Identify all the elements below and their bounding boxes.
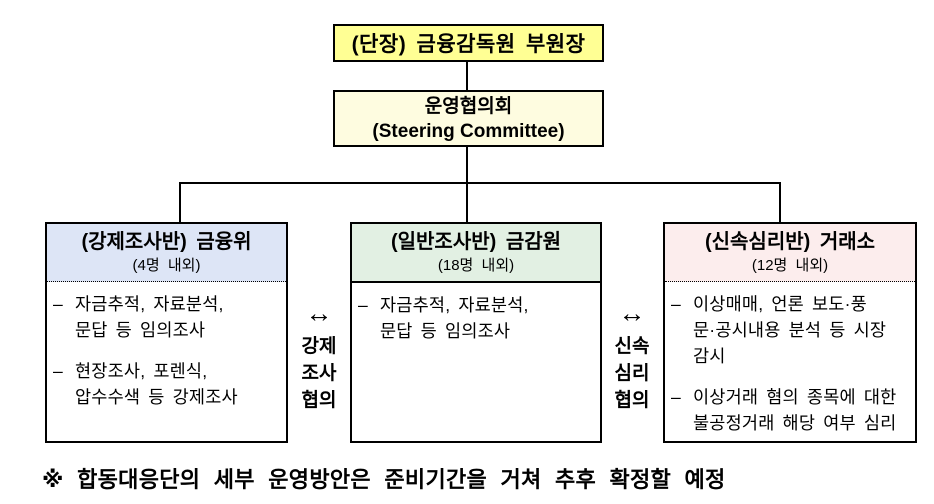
team3-headcount: (12명 내외) bbox=[751, 257, 829, 274]
list-item: – 자금추적, 자료분석, 문답 등 임의조사 bbox=[358, 292, 595, 344]
team1-item1-text: 자금추적, 자료분석, 문답 등 임의조사 bbox=[75, 294, 224, 340]
connector-rail bbox=[179, 182, 781, 184]
team3-item1-text: 이상매매, 언론 보도·풍 문·공시내용 분석 등 시장 감시 bbox=[693, 294, 887, 366]
team1-headcount: (4명 내외) bbox=[132, 257, 201, 274]
connector-steering-rail bbox=[466, 147, 468, 183]
link-compulsory-consult: ↔ 강제 조사 협의 bbox=[288, 300, 350, 414]
leader-box-label: (단장) 금융감독원 부원장 bbox=[351, 33, 586, 56]
steering-committee-box: 운영협의회 (Steering Committee) bbox=[333, 90, 604, 147]
team2-body: – 자금추적, 자료분석, 문답 등 임의조사 bbox=[352, 283, 600, 441]
team3-title: (신속심리반) 거래소 bbox=[704, 231, 876, 253]
team-box-compulsory-investigation: (강제조사반) 금융위 (4명 내외) – 자금추적, 자료분석, 문답 등 임… bbox=[45, 222, 288, 443]
connector-leader-steering bbox=[466, 62, 468, 90]
dash-bullet: – bbox=[358, 295, 368, 315]
team1-title: (강제조사반) 금융위 bbox=[81, 231, 252, 253]
link-rapid-review-consult-label: 신속 심리 협의 bbox=[614, 336, 650, 411]
dash-bullet: – bbox=[671, 387, 681, 407]
dash-bullet: – bbox=[53, 294, 63, 314]
team3-item2-text: 이상거래 혐의 종목에 대한 불공정거래 해당 여부 심리 bbox=[693, 387, 897, 433]
team3-body: – 이상매매, 언론 보도·풍 문·공시내용 분석 등 시장 감시 – 이상거래… bbox=[665, 282, 915, 455]
team1-item2-text: 현장조사, 포렌식, 압수수색 등 강제조사 bbox=[75, 361, 238, 407]
dash-bullet: – bbox=[671, 294, 681, 314]
steering-committee-subtitle: (Steering Committee) bbox=[372, 120, 565, 142]
list-item: – 현장조사, 포렌식, 압수수색 등 강제조사 bbox=[53, 358, 281, 410]
team3-header: (신속심리반) 거래소 (12명 내외) bbox=[665, 224, 915, 282]
link-compulsory-consult-label: 강제 조사 협의 bbox=[301, 336, 337, 411]
team1-body: – 자금추적, 자료분석, 문답 등 임의조사 – 현장조사, 포렌식, 압수수… bbox=[47, 282, 286, 441]
connector-rail-team2 bbox=[466, 182, 468, 222]
footnote-note: ※ 합동대응단의 세부 운영방안은 준비기간을 거쳐 추후 확정할 예정 bbox=[42, 467, 726, 492]
dash-bullet: – bbox=[53, 361, 63, 381]
team2-header: (일반조사반) 금감원 (18명 내외) bbox=[352, 224, 600, 283]
link-rapid-review-consult: ↔ 신속 심리 협의 bbox=[601, 300, 663, 414]
list-item: – 이상매매, 언론 보도·풍 문·공시내용 분석 등 시장 감시 bbox=[671, 291, 910, 369]
steering-committee-title: 운영협의회 bbox=[424, 95, 513, 117]
team2-headcount: (18명 내외) bbox=[437, 257, 515, 274]
team-box-general-investigation: (일반조사반) 금감원 (18명 내외) – 자금추적, 자료분석, 문답 등 … bbox=[350, 222, 602, 443]
team2-item1-text: 자금추적, 자료분석, 문답 등 임의조사 bbox=[380, 295, 529, 341]
team-box-rapid-review: (신속심리반) 거래소 (12명 내외) – 이상매매, 언론 보도·풍 문·공… bbox=[663, 222, 917, 443]
double-arrow-icon: ↔ bbox=[305, 298, 333, 328]
team1-header: (강제조사반) 금융위 (4명 내외) bbox=[47, 224, 286, 282]
list-item: – 이상거래 혐의 종목에 대한 불공정거래 해당 여부 심리 bbox=[671, 384, 910, 436]
team2-title: (일반조사반) 금감원 bbox=[390, 231, 562, 253]
double-arrow-icon: ↔ bbox=[618, 298, 646, 328]
connector-rail-team1 bbox=[179, 182, 181, 222]
connector-rail-team3 bbox=[779, 182, 781, 222]
list-item: – 자금추적, 자료분석, 문답 등 임의조사 bbox=[53, 291, 281, 343]
leader-box: (단장) 금융감독원 부원장 bbox=[333, 24, 604, 62]
